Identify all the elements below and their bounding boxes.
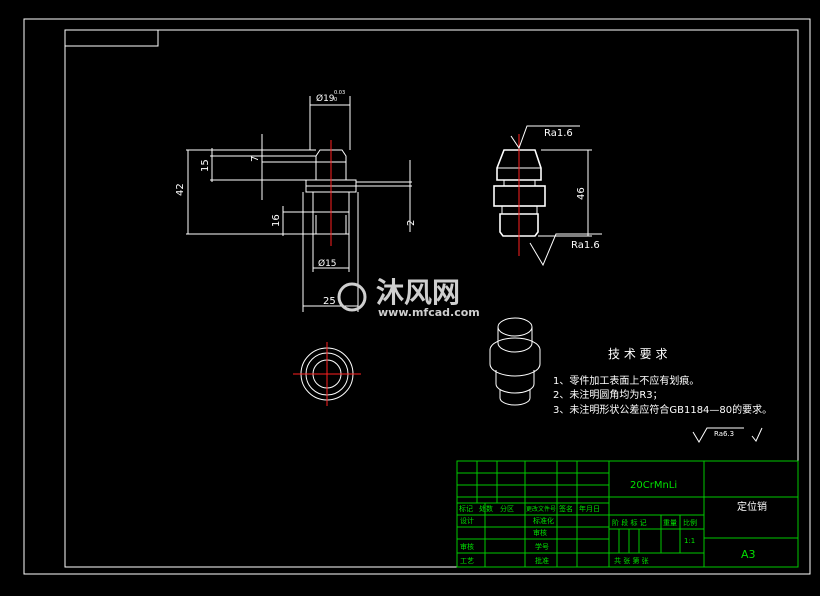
- dim-42: 42: [175, 183, 186, 196]
- tb-h-sign: 签名: [559, 504, 573, 513]
- dim-7: 7: [250, 156, 261, 162]
- tb-h-mark: 标记: [459, 504, 473, 513]
- tb-h-std: 标准化: [533, 516, 554, 525]
- ra-bottom: Ra1.6: [571, 240, 600, 251]
- isometric-view: [489, 317, 541, 406]
- tb-h-approve: 批准: [535, 556, 549, 565]
- tb-h-docno: 更改文件号: [526, 505, 556, 513]
- dim-dia-top: Ø19: [316, 93, 335, 104]
- dim-25: 25: [323, 296, 336, 307]
- side-view: 46 Ra1.6 Ra1.6: [493, 125, 602, 267]
- dim-dia-15: Ø15: [318, 258, 337, 269]
- tb-h-review: 审核: [460, 542, 474, 551]
- front-view: Ø19 0.03 0 42 15 7 16 2 Ø15 25: [175, 90, 417, 312]
- inner-frame: [64, 29, 799, 568]
- tb-material: 20CrMnLi: [630, 480, 677, 491]
- dim-16: 16: [271, 214, 282, 227]
- tb-h-zone: 分区: [500, 504, 514, 513]
- dim-15: 15: [200, 159, 211, 172]
- tb-sheets: 共 张 第 张: [614, 556, 649, 565]
- dim-46: 46: [576, 187, 587, 200]
- tb-h-check: 审核: [533, 528, 547, 537]
- tb-h-count: 处数: [479, 504, 493, 513]
- tb-h-scale: 比例: [683, 518, 697, 527]
- ra-top: Ra1.6: [544, 128, 573, 139]
- watermark: 沐风网 www.mfcad.com: [337, 276, 480, 319]
- watermark-brand: 沐风网: [376, 276, 460, 309]
- ra-general: Ra6.3: [714, 430, 734, 438]
- dim-2: 2: [406, 220, 417, 226]
- tb-h-weight: 重量: [663, 519, 677, 527]
- top-view: [293, 342, 361, 406]
- tech-line-3: 3、未注明形状公差应符合GB1184—80的要求。: [553, 403, 772, 416]
- tb-h-studno: 学号: [535, 542, 549, 551]
- tb-part-name: 定位销: [737, 500, 767, 513]
- title-block: 20CrMnLi 定位销 A3 标记 处数 分区 更改文件号 签名 年月日 设计…: [456, 460, 799, 568]
- tb-h-process: 工艺: [460, 557, 474, 565]
- dim-dia-top-tol: 0.03: [334, 90, 345, 96]
- corner-box: [64, 29, 159, 47]
- tech-line-2: 2、未注明圆角均为R3；: [553, 388, 663, 401]
- dim-dia-top-tol2: 0: [334, 97, 337, 103]
- tech-title: 技 术 要 求: [608, 347, 667, 361]
- tb-scale: 1:1: [684, 537, 695, 545]
- tb-sheet: A3: [741, 548, 756, 561]
- watermark-url: www.mfcad.com: [378, 306, 480, 319]
- tb-h-date: 年月日: [579, 504, 600, 513]
- tech-requirements: 技 术 要 求 1、零件加工表面上不应有划痕。 2、未注明圆角均为R3； 3、未…: [553, 347, 772, 443]
- tb-h-stage: 阶 段 标 记: [612, 518, 647, 527]
- tb-h-design: 设计: [460, 516, 474, 525]
- outer-frame: [23, 18, 811, 575]
- tech-line-1: 1、零件加工表面上不应有划痕。: [553, 374, 699, 387]
